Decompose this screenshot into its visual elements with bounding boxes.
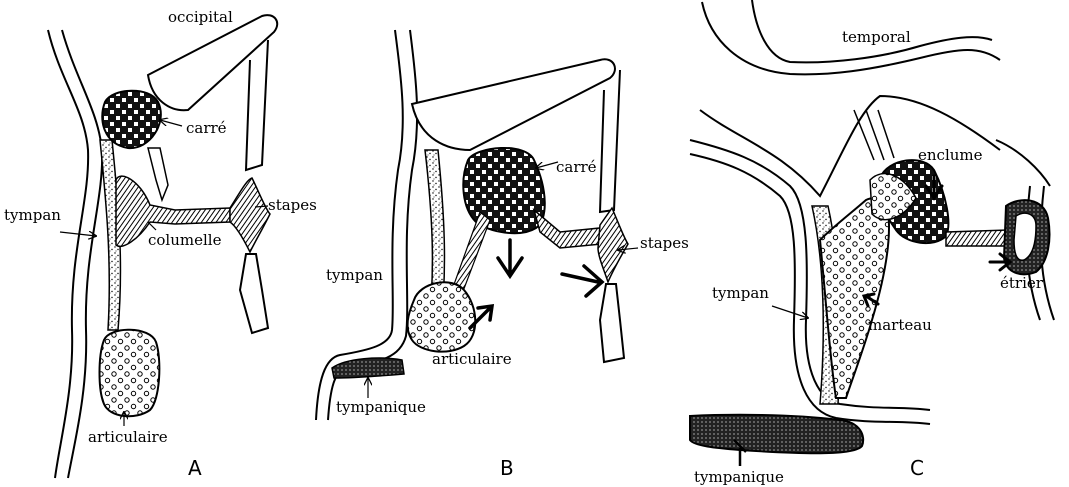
panel-letter-c: C <box>910 456 924 480</box>
panel-a: occipital carré tympan stapes columelle … <box>4 8 317 480</box>
label-tympanique: tympanique <box>336 398 426 416</box>
label-occipital: occipital <box>168 8 233 26</box>
label-carre: carré <box>556 158 597 176</box>
label-tympan: tympan <box>4 206 61 224</box>
label-marteau: marteau <box>868 316 932 334</box>
label-articulaire: articulaire <box>88 428 168 446</box>
label-stapes: stapes <box>268 196 317 214</box>
label-articulaire: articulaire <box>432 350 512 368</box>
label-tympanique: tympanique <box>694 468 784 486</box>
label-columelle: columelle <box>148 231 222 249</box>
label-temporal: temporal <box>842 28 911 46</box>
label-carre: carré <box>186 119 227 137</box>
panel-c: temporal enclume tympan étrier marteau t… <box>690 0 1054 486</box>
panel-letter-b: B <box>500 456 514 480</box>
panel-b: carré tympan stapes articulaire tympaniq… <box>316 30 689 480</box>
label-enclume: enclume <box>918 146 983 164</box>
label-etrier: étrier <box>1000 274 1044 292</box>
panel-letter-a: A <box>188 456 202 480</box>
label-tympan: tympan <box>712 284 769 302</box>
label-stapes: stapes <box>640 234 689 252</box>
label-tympan: tympan <box>326 266 383 284</box>
